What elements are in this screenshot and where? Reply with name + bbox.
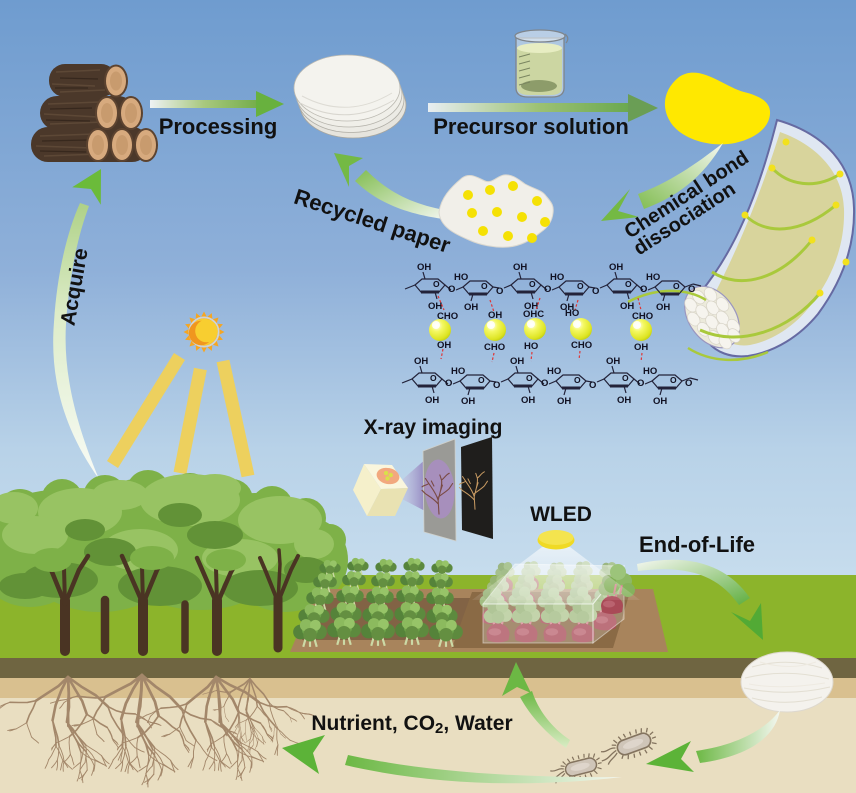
- svg-text:O: O: [445, 378, 452, 389]
- svg-text:O: O: [589, 380, 596, 391]
- svg-text:OH: OH: [513, 262, 527, 273]
- svg-text:O: O: [574, 375, 581, 385]
- svg-text:OH: OH: [414, 356, 428, 367]
- svg-text:OH: OH: [634, 342, 648, 353]
- svg-text:O: O: [496, 286, 503, 297]
- svg-text:O: O: [685, 378, 692, 389]
- svg-text:O: O: [640, 284, 647, 295]
- svg-text:OH: OH: [428, 301, 442, 312]
- svg-text:Precursor solution: Precursor solution: [433, 114, 629, 139]
- svg-text:CHO: CHO: [571, 340, 592, 351]
- svg-text:OH: OH: [464, 302, 478, 313]
- svg-text:O: O: [637, 378, 644, 389]
- svg-text:OH: OH: [524, 301, 538, 312]
- svg-text:OH: OH: [417, 262, 431, 273]
- svg-text:Nutrient, CO2, Water: Nutrient, CO2, Water: [311, 712, 512, 737]
- svg-text:HO: HO: [524, 341, 538, 352]
- svg-text:HO: HO: [646, 272, 660, 283]
- svg-text:OH: OH: [656, 302, 670, 313]
- svg-text:O: O: [622, 373, 629, 383]
- svg-text:O: O: [478, 375, 485, 385]
- svg-text:O: O: [670, 375, 677, 385]
- svg-text:O: O: [592, 286, 599, 297]
- svg-text:OH: OH: [521, 395, 535, 406]
- svg-text:OH: OH: [560, 302, 574, 313]
- svg-text:OH: OH: [620, 301, 634, 312]
- svg-text:HO: HO: [547, 366, 561, 377]
- svg-text:OH: OH: [461, 396, 475, 407]
- svg-text:WLED: WLED: [530, 503, 592, 526]
- svg-text:OH: OH: [609, 262, 623, 273]
- svg-text:O: O: [673, 281, 680, 291]
- svg-text:CHO: CHO: [632, 311, 653, 322]
- svg-text:HO: HO: [643, 366, 657, 377]
- svg-text:HO: HO: [451, 366, 465, 377]
- svg-text:O: O: [481, 281, 488, 291]
- svg-text:OH: OH: [425, 395, 439, 406]
- svg-text:O: O: [625, 279, 632, 289]
- svg-text:Processing: Processing: [159, 114, 278, 139]
- svg-text:O: O: [541, 378, 548, 389]
- svg-text:OH: OH: [488, 310, 502, 321]
- svg-text:O: O: [526, 373, 533, 383]
- svg-text:OH: OH: [653, 396, 667, 407]
- svg-text:OH: OH: [606, 356, 620, 367]
- svg-text:O: O: [448, 284, 455, 295]
- svg-text:O: O: [493, 380, 500, 391]
- svg-text:O: O: [433, 279, 440, 289]
- svg-text:O: O: [430, 373, 437, 383]
- svg-text:HO: HO: [550, 272, 564, 283]
- svg-text:OH: OH: [510, 356, 524, 367]
- svg-text:O: O: [544, 284, 551, 295]
- svg-text:O: O: [529, 279, 536, 289]
- svg-text:OH: OH: [437, 340, 451, 351]
- svg-text:OH: OH: [617, 395, 631, 406]
- svg-text:HO: HO: [454, 272, 468, 283]
- svg-text:OH: OH: [557, 396, 571, 407]
- svg-text:OHC: OHC: [523, 309, 544, 320]
- svg-text:X-ray imaging: X-ray imaging: [364, 416, 503, 439]
- svg-text:O: O: [577, 281, 584, 291]
- svg-text:End-of-Life: End-of-Life: [639, 532, 755, 557]
- svg-text:CHO: CHO: [437, 311, 458, 322]
- svg-text:HO: HO: [565, 308, 579, 319]
- svg-text:CHO: CHO: [484, 342, 505, 353]
- svg-text:O: O: [688, 284, 695, 295]
